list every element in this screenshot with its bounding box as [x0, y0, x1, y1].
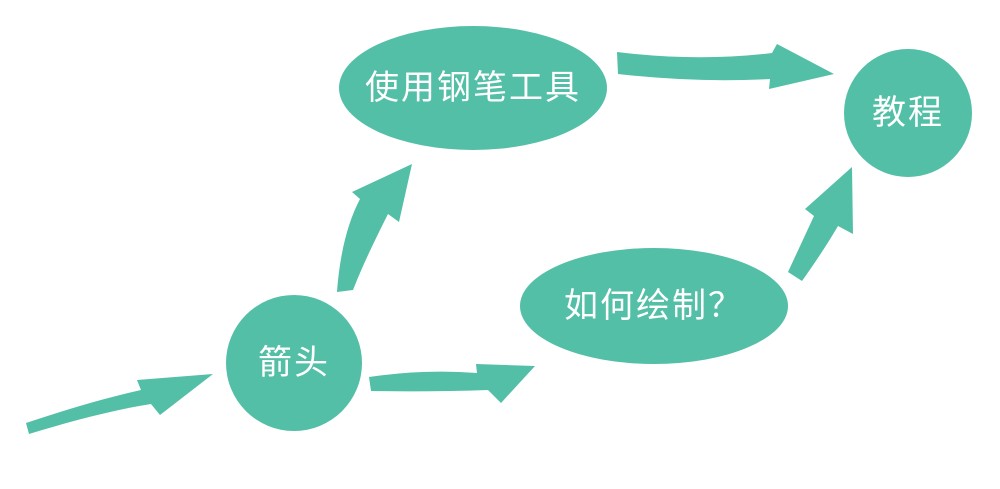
node-use-pen-tool-label: 使用钢笔工具 [365, 68, 581, 108]
curved-arrow-how-to-draw-to-tutorial [788, 167, 853, 281]
node-tutorial: 教程 [844, 49, 972, 177]
curved-arrow-entry-to-arrow [26, 374, 213, 434]
node-arrow-label: 箭头 [258, 343, 330, 383]
curved-arrow-use-pen-tool-to-tutorial [617, 44, 834, 89]
node-use-pen-tool: 使用钢笔工具 [339, 26, 607, 150]
node-arrow: 箭头 [226, 295, 362, 431]
node-how-to-draw-label: 如何绘制？ [564, 286, 744, 326]
curved-arrow-arrow-to-how-to-draw [369, 364, 535, 403]
curved-arrow-arrow-to-use-pen-tool [337, 164, 412, 292]
node-how-to-draw: 如何绘制？ [520, 248, 788, 364]
node-tutorial-label: 教程 [872, 93, 944, 133]
